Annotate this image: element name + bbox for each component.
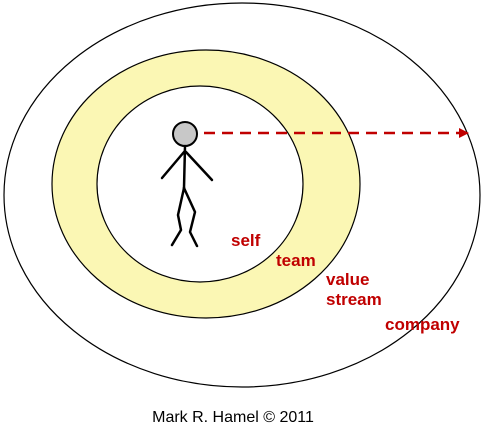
label-company: company: [385, 315, 460, 334]
self-ring: [96, 85, 304, 283]
stick-figure-icon: [160, 121, 214, 248]
figure-right-arm: [184, 150, 214, 182]
label-team: team: [276, 251, 316, 270]
label-self: self: [231, 231, 261, 250]
figure-right-leg: [182, 186, 199, 248]
label-stream: stream: [326, 290, 382, 309]
figure-head: [172, 121, 198, 147]
figure-torso: [182, 144, 187, 190]
figure-left-arm: [160, 150, 186, 180]
figure-left-leg: [170, 186, 186, 247]
copyright-text: Mark R. Hamel © 2011: [152, 409, 314, 426]
label-value: value: [326, 270, 369, 289]
